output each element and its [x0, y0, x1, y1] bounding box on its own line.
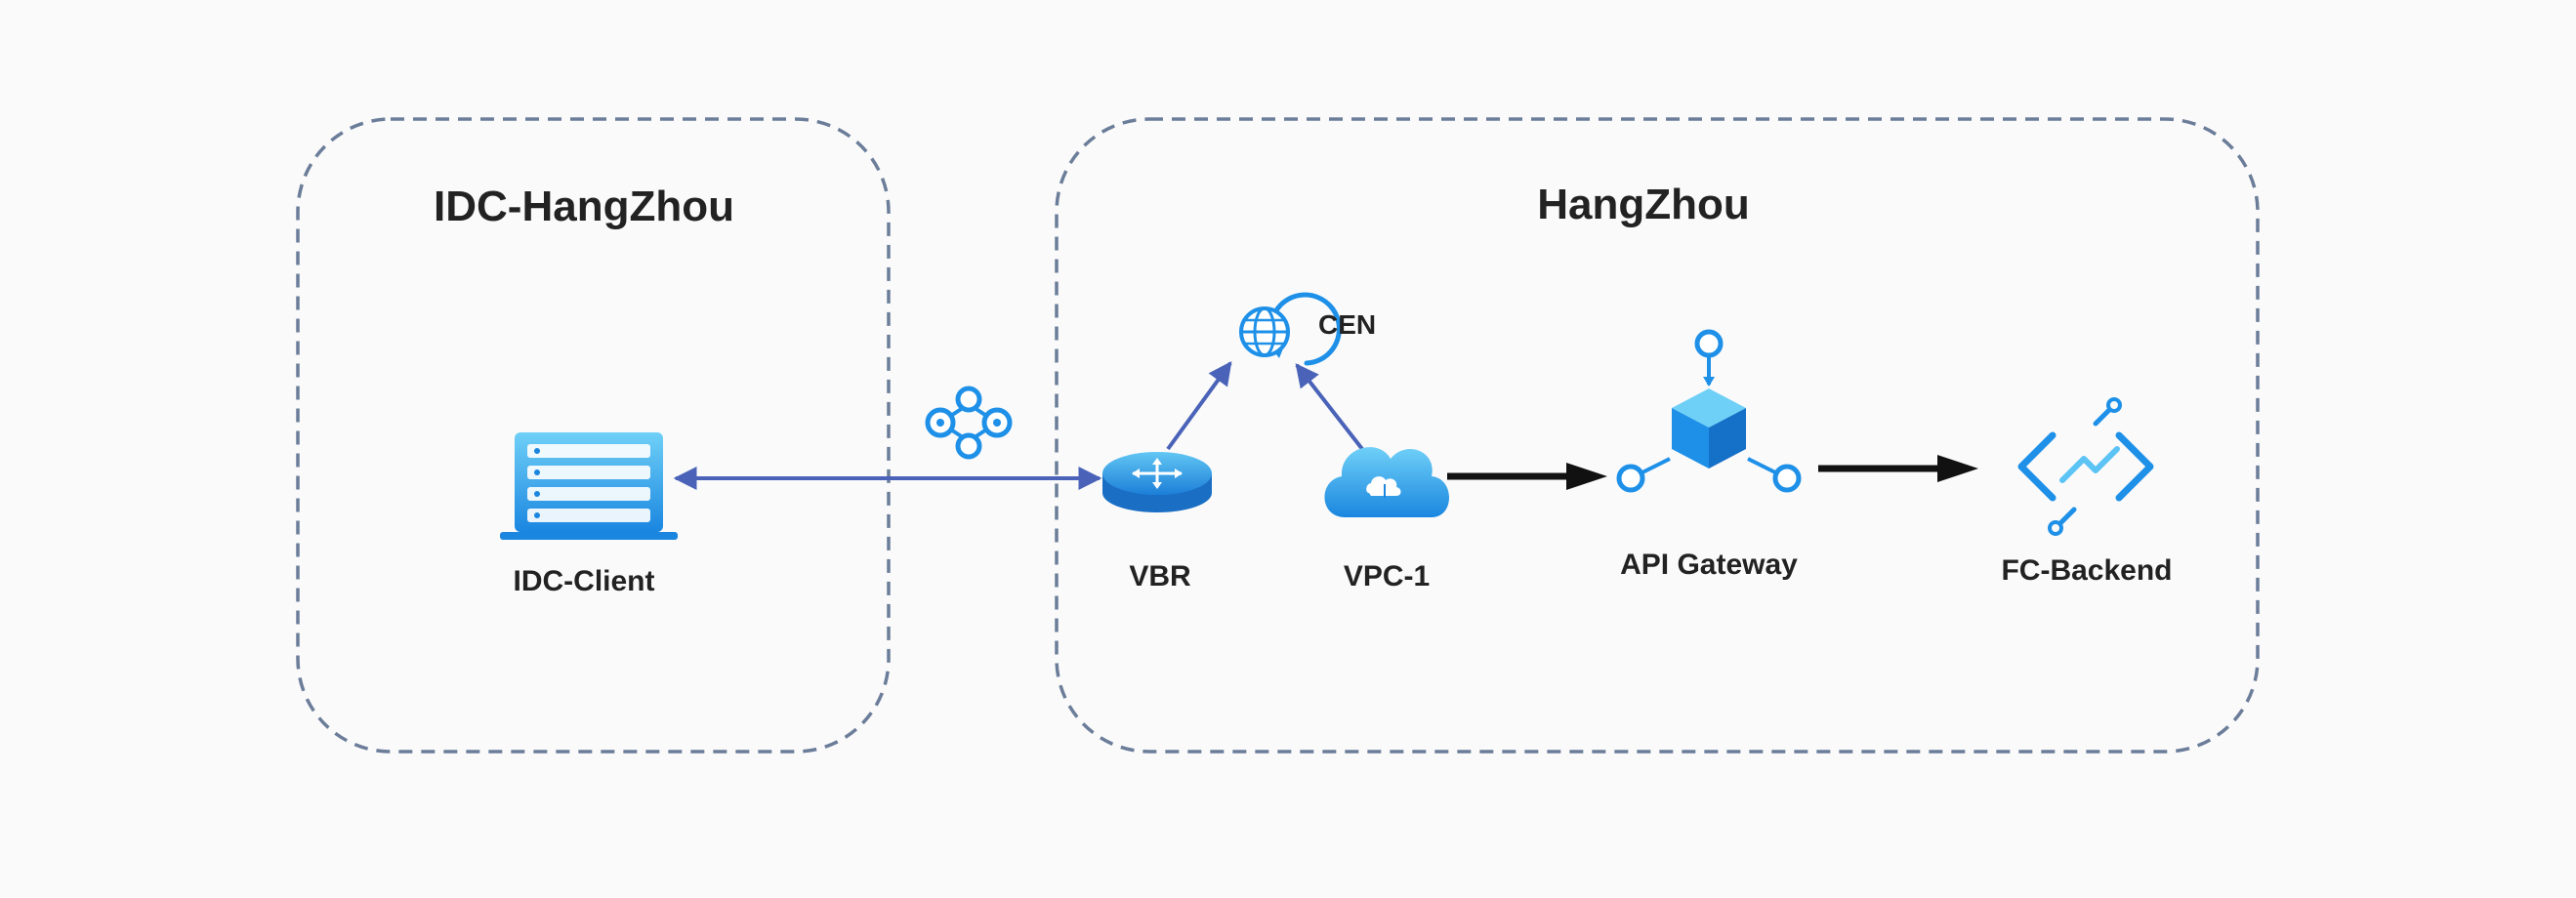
region-idc-hangzhou-box [296, 117, 891, 754]
region-cloud-title: HangZhou [1537, 181, 1750, 228]
idc-client-label: IDC-Client [514, 565, 655, 597]
vpc-cen-link [1295, 363, 1364, 451]
router-icon [1102, 452, 1212, 512]
api-gateway-label: API Gateway [1620, 549, 1798, 581]
region-idc-title: IDC-HangZhou [434, 183, 734, 230]
cloud-icon [1324, 447, 1449, 517]
globe-network-icon [1239, 292, 1342, 366]
vbr-label: VBR [1129, 560, 1191, 592]
function-compute-icon [2017, 397, 2154, 536]
vpc-to-gateway-arrow [1447, 463, 1607, 490]
gateway-to-backend-arrow [1818, 455, 1978, 482]
gateway-cube-icon [1616, 329, 1802, 493]
vbr-cen-link [1166, 361, 1232, 451]
server-rack-icon [500, 432, 678, 540]
region-hangzhou-box [1055, 117, 2260, 754]
vpc1-label: VPC-1 [1344, 560, 1430, 592]
express-connect-icon [925, 386, 1013, 460]
fc-backend-label: FC-Backend [2001, 554, 2172, 587]
cen-label: CEN [1318, 309, 1376, 340]
